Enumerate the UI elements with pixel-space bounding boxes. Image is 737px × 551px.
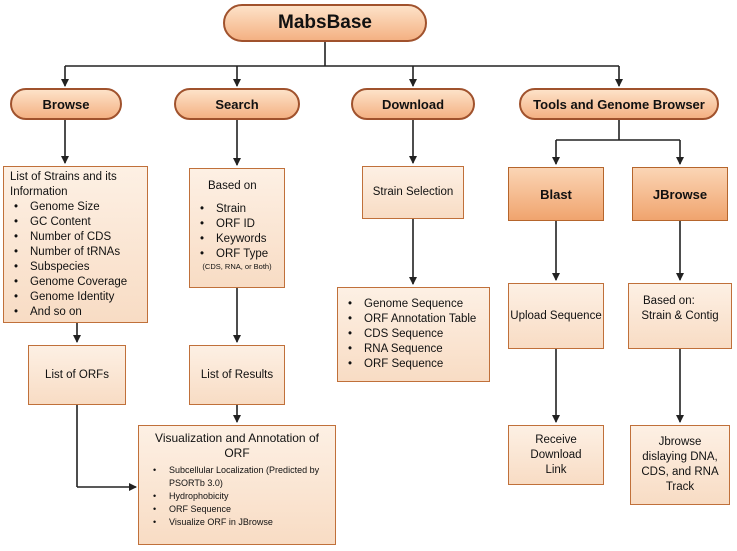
blast-box[interactable]: Blast: [508, 167, 604, 221]
upload-sequence-label: Upload Sequence: [510, 309, 602, 322]
browse-heading: List of Strains and its Information: [10, 171, 117, 198]
list-item: ORF Sequence: [342, 357, 485, 372]
receive-link-label: Receive Download Link: [530, 433, 582, 476]
browse-label: Browse: [42, 96, 90, 112]
receive-link-box[interactable]: Receive Download Link: [508, 425, 604, 485]
list-item: ORF Annotation Table: [342, 312, 485, 327]
download-list: Genome Sequence ORF Annotation Table CDS…: [342, 297, 485, 372]
visualization-box[interactable]: Visualization and Annotation of ORF Subc…: [138, 425, 336, 545]
search-based-on-box: Based on Strain ORF ID Keywords ORF Type…: [189, 168, 285, 288]
root-mabsbase[interactable]: MabsBase: [223, 4, 427, 42]
jbrowse-strain-contig-label: Strain & Contig: [641, 310, 719, 322]
orf-type-note: (CDS, RNA, or Both): [202, 262, 272, 271]
search-label: Search: [215, 96, 259, 112]
visualization-list: Subcellular Localization (Predicted by P…: [143, 464, 331, 529]
browse-list: Genome Size GC Content Number of CDS Num…: [8, 200, 143, 320]
list-item: ORF ID: [194, 217, 280, 232]
list-item: Number of tRNAs: [8, 245, 143, 260]
jbrowse-box[interactable]: JBrowse: [632, 167, 728, 221]
search-heading: Based on: [208, 180, 257, 192]
list-item: Genome Coverage: [8, 275, 143, 290]
strain-selection-label: Strain Selection: [372, 186, 454, 198]
list-item: RNA Sequence: [342, 342, 485, 357]
list-item: Keywords: [194, 232, 280, 247]
visualization-heading: Visualization and Annotation of ORF: [155, 431, 319, 460]
list-item: Subcellular Localization (Predicted by P…: [143, 464, 331, 490]
strain-selection-box[interactable]: Strain Selection: [362, 166, 464, 219]
list-item: Genome Identity: [8, 290, 143, 305]
list-item: Genome Size: [8, 200, 143, 215]
list-item: Strain: [194, 202, 280, 217]
jbrowse-based-on-label: Based on:: [643, 295, 695, 307]
browse-orfs-label: List of ORFs: [45, 368, 109, 381]
download-label: Download: [381, 96, 445, 112]
list-item: Number of CDS: [8, 230, 143, 245]
list-item: ORF Sequence: [143, 503, 331, 516]
list-item: Visualize ORF in JBrowse: [143, 516, 331, 529]
jbrowse-label: JBrowse: [652, 186, 708, 202]
jbrowse-display-box[interactable]: Jbrowse dislaying DNA, CDS, and RNA Trac…: [630, 425, 730, 505]
upload-sequence-box[interactable]: Upload Sequence: [508, 283, 604, 349]
list-item: CDS Sequence: [342, 327, 485, 342]
category-download[interactable]: Download: [351, 88, 475, 120]
list-item: And so on: [8, 305, 143, 320]
download-files-box: Genome Sequence ORF Annotation Table CDS…: [337, 287, 490, 382]
root-label: MabsBase: [278, 12, 372, 33]
list-item: Subspecies: [8, 260, 143, 275]
jbrowse-based-on-box[interactable]: Based on: Strain & Contig: [628, 283, 732, 349]
search-results-box[interactable]: List of Results: [189, 345, 285, 405]
browse-strain-info-box: List of Strains and its Information Geno…: [3, 166, 148, 323]
jbrowse-display-label: Jbrowse dislaying DNA, CDS, and RNA Trac…: [641, 436, 719, 493]
search-list: Strain ORF ID Keywords ORF Type: [194, 202, 280, 262]
list-item: Hydrophobicity: [143, 490, 331, 503]
list-item: ORF Type: [194, 247, 280, 262]
browse-orfs-box[interactable]: List of ORFs: [28, 345, 126, 405]
list-item: Genome Sequence: [342, 297, 485, 312]
blast-label: Blast: [540, 186, 572, 202]
category-browse[interactable]: Browse: [10, 88, 122, 120]
category-tools[interactable]: Tools and Genome Browser: [519, 88, 719, 120]
list-item: GC Content: [8, 215, 143, 230]
search-results-label: List of Results: [200, 368, 274, 381]
category-search[interactable]: Search: [174, 88, 300, 120]
tools-label: Tools and Genome Browser: [533, 96, 705, 112]
